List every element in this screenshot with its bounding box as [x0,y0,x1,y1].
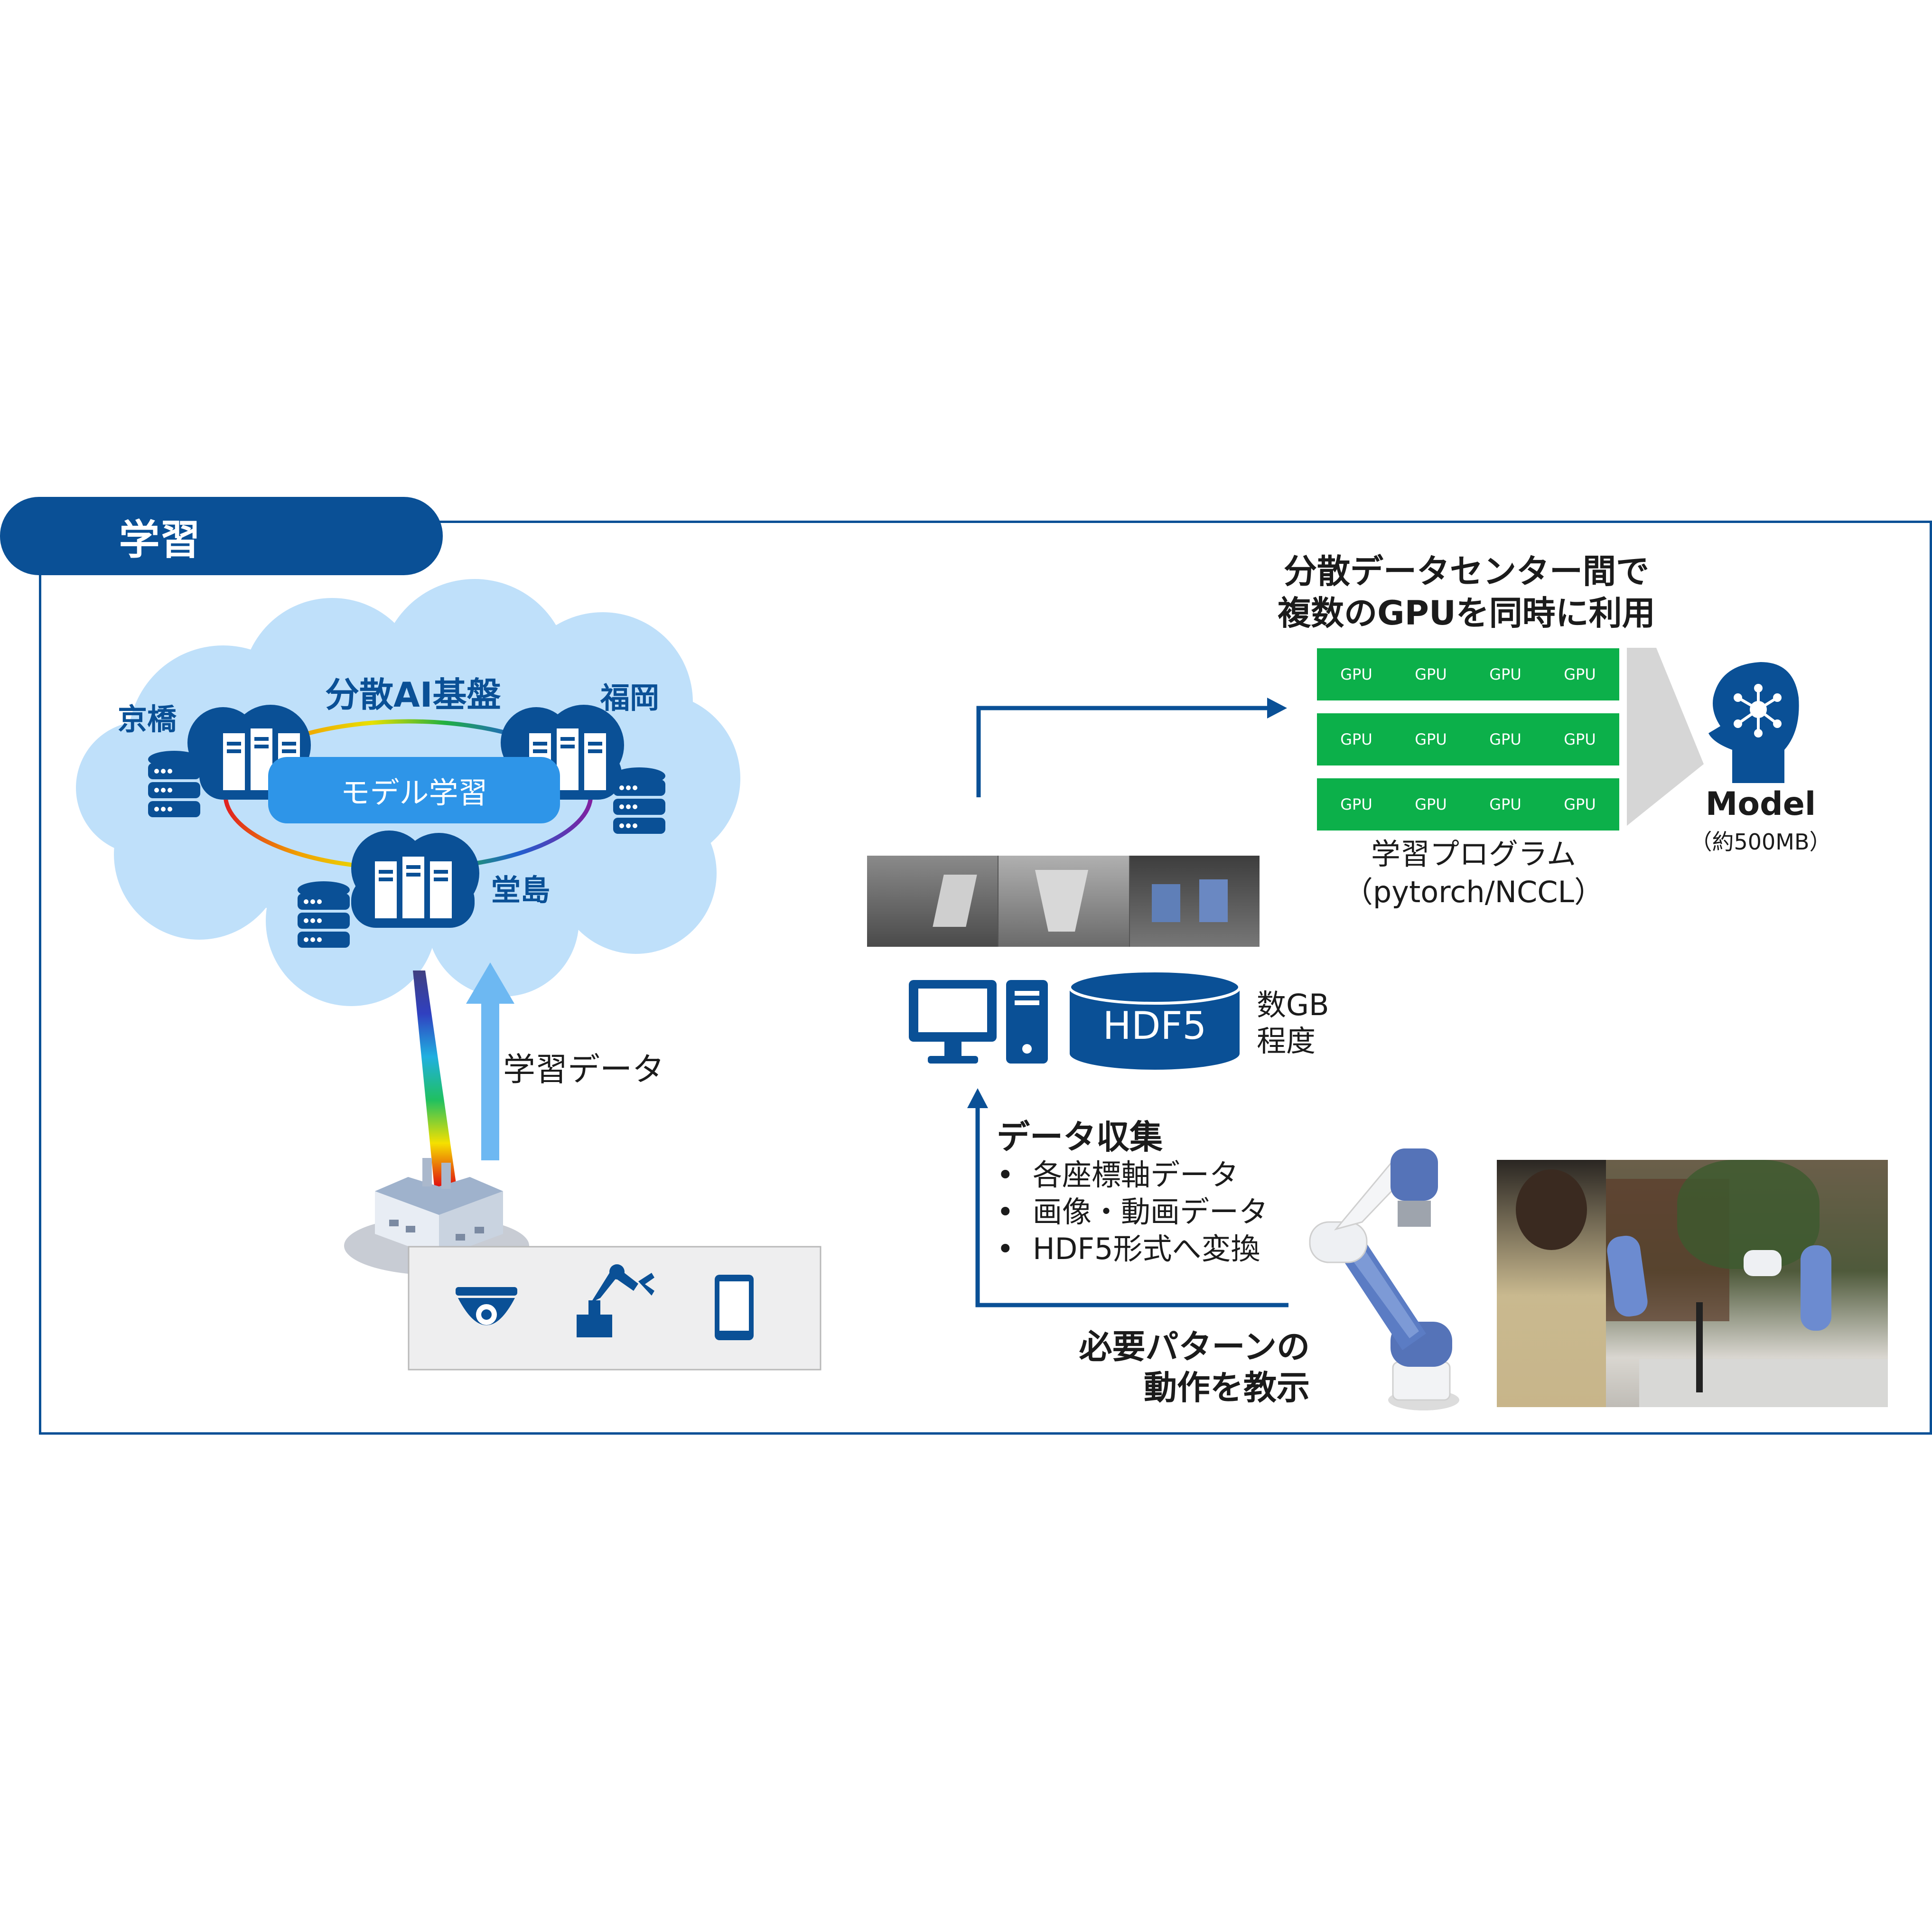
model-label: Model [1705,785,1816,823]
desktop-pc-icon [909,980,1048,1064]
gpu-heading-line2: 複数のGPUを同時に利用 [1278,594,1655,633]
security-camera-icon [456,1287,517,1325]
collection-item-label: 画像・動画データ [1033,1195,1269,1229]
flow-collection [975,1106,1288,1307]
aggregate-arrow [1627,648,1704,826]
section-title: 学習 [119,516,201,564]
robot-arm-icon [577,1264,654,1337]
arrow-head-pc [967,1088,988,1108]
gpu-cell: GPU [1466,648,1545,700]
site-dojima: 堂島 [491,873,551,907]
smartphone-icon [715,1275,754,1340]
collection-item-label: 各座標軸データ [1033,1157,1239,1192]
collection-item: • HDF5形式へ変換 [997,1232,1260,1266]
storage-size: 数GB 程度 [1257,987,1329,1059]
model-size: （約500MB） [1690,829,1831,855]
arrow-head-gpu [1267,698,1287,719]
collection-item-label: HDF5形式へ変換 [1033,1232,1260,1266]
collection-item: • 画像・動画データ [997,1195,1269,1229]
teach-line2: 動作を教示 [1144,1368,1310,1407]
program-label: 学習プログラム （pytorch/NCCL） [1329,835,1618,911]
collection-item: • 各座標軸データ [997,1157,1239,1192]
cloud-title: 分散AI基盤 [325,675,501,715]
flow-to-gpu [976,706,1272,797]
gpu-cell: GPU [1317,778,1396,831]
gpu-cell: GPU [1391,713,1470,765]
model-training-pill: モデル学習 [268,757,560,823]
training-data-label: 学習データ [503,1051,665,1089]
program-line2: （pytorch/NCCL） [1343,875,1604,909]
model-training-label: モデル学習 [340,775,488,810]
gpu-cell: GPU [1391,778,1470,831]
learning-panel [39,521,1932,1435]
gpu-heading-line1: 分散データセンター間で [1284,552,1649,591]
robot-arm-image [1309,1148,1459,1410]
data-beam [413,971,457,1186]
gpu-cell: GPU [1317,713,1396,765]
storage-size-line2: 程度 [1257,1024,1316,1058]
site-fukuoka: 福岡 [600,681,660,715]
teaching-photo [1497,1160,1888,1407]
camera-frames-image [867,856,1260,947]
dojima-server-icon [351,831,479,928]
gpu-heading: 分散データセンター間で 複数のGPUを同時に利用 [1234,551,1699,634]
gpu-cell: GPU [1466,713,1545,765]
site-kyobashi: 京橋 [118,702,177,737]
gpu-cell: GPU [1540,713,1619,765]
section-tab: 学習 [0,497,443,575]
gpu-cell: GPU [1466,778,1545,831]
gpu-cell: GPU [1540,648,1619,700]
storage-size-line1: 数GB [1257,988,1329,1022]
teach-label: 必要パターンの 動作を教示 [1035,1326,1310,1408]
kyobashi-db-icon [148,751,200,817]
upload-arrow [466,962,514,1160]
dojima-db-icon [298,881,350,948]
ai-head-icon [1708,662,1799,783]
collection-title: データ収集 [997,1118,1163,1157]
hdf5-label: HDF5 [1102,1004,1207,1048]
hdf5-storage-icon [1068,970,1241,1070]
teach-line1: 必要パターンの [1079,1327,1310,1366]
gpu-cell: GPU [1391,648,1470,700]
gpu-cell: GPU [1540,778,1619,831]
gpu-cell: GPU [1317,648,1396,700]
program-line1: 学習プログラム [1371,837,1577,871]
fukuoka-db-icon [613,767,665,834]
